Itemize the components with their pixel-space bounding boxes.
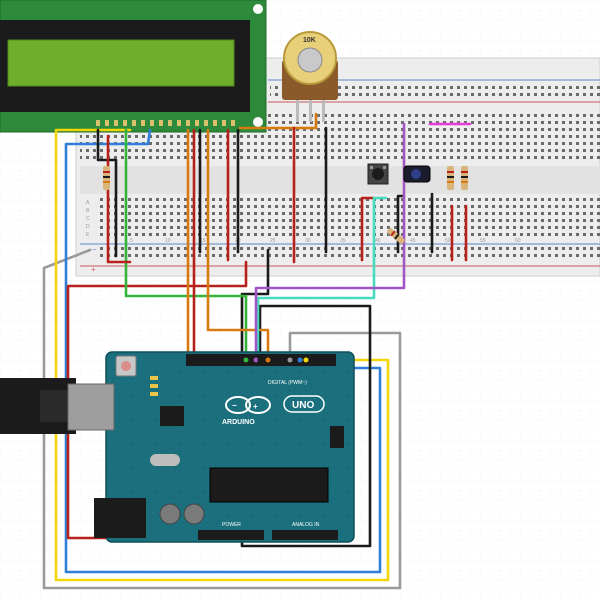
analog-label: ANALOG IN	[292, 522, 320, 528]
led-tx	[150, 384, 158, 388]
wire-blue-outer	[64, 128, 382, 574]
wire-purple-sensor	[254, 122, 406, 362]
potentiometer: 10K	[282, 31, 338, 122]
push-button	[367, 163, 389, 185]
capacitor-2	[183, 503, 205, 525]
center-channel	[80, 166, 600, 194]
row-letter-e: E	[86, 232, 90, 238]
wire-cyan-button	[256, 196, 388, 362]
top-rail-holes-1	[270, 84, 600, 96]
pot-leg-3	[322, 100, 325, 122]
col-number-5: 5	[130, 238, 133, 244]
model-label: UNO	[292, 400, 314, 411]
wire-black-sensor	[396, 194, 406, 254]
reset-button-cap	[121, 361, 131, 371]
lower-terminal-holes	[96, 196, 600, 238]
rail-plus-label: +	[91, 265, 96, 274]
col-number-10: 10	[165, 238, 171, 244]
crystal	[150, 454, 180, 466]
resistor-right-1	[447, 166, 454, 190]
lcd-header-pins	[96, 120, 235, 126]
wire-gray-outer	[42, 248, 402, 590]
pot-knob-shaft	[297, 47, 323, 73]
wire-green-lcd	[124, 128, 248, 362]
icsp-header	[330, 426, 344, 448]
breadboard-components	[103, 163, 468, 244]
row-letter-d: D	[86, 224, 90, 230]
wire-orange-top	[238, 112, 318, 130]
rail-minus-label: −	[92, 245, 97, 254]
power-header	[198, 530, 264, 540]
resistor-left	[103, 166, 110, 190]
wire-orange-lcd-2	[206, 128, 270, 362]
row-letter-c: C	[86, 216, 90, 222]
bottom-rail-holes	[96, 247, 600, 261]
wire-yellow-outer	[54, 128, 390, 582]
analog-header	[272, 530, 338, 540]
wire-red-button	[360, 196, 376, 262]
col-number-60: 60	[515, 238, 521, 244]
resistor-right-2	[461, 166, 468, 190]
upper-terminal-holes-right	[268, 112, 600, 160]
atmega-chip	[209, 467, 329, 503]
wires	[42, 112, 472, 590]
col-number-25: 25	[270, 238, 276, 244]
svg-text:+: +	[253, 402, 258, 411]
digital-label: DIGITAL (PWM~)	[268, 380, 307, 386]
row-letter-a: A	[86, 200, 90, 206]
lcd-mount-hole-bottom	[253, 117, 263, 127]
led-l	[150, 376, 158, 380]
capacitor-1	[159, 503, 181, 525]
led-rx	[150, 392, 158, 396]
col-number-30: 30	[305, 238, 311, 244]
svg-text:−: −	[232, 401, 237, 410]
power-jack	[94, 498, 146, 538]
brand-label: ARDUINO	[222, 419, 255, 426]
arduino-logo: − +	[225, 396, 271, 414]
pot-leg-1	[296, 100, 299, 122]
row-letter-b: B	[86, 208, 90, 214]
resistor-diagonal	[387, 228, 405, 244]
arduino-uno: DIGITAL (PWM~) − + ARDUINO UNO POWER ANA…	[0, 351, 355, 543]
power-label: POWER	[222, 522, 241, 528]
col-number-35: 35	[340, 238, 346, 244]
breadboard: − + A B C D E 5 10 15 20 25 30 35 40 45 …	[75, 57, 600, 277]
col-number-40: 40	[375, 238, 381, 244]
col-number-45: 45	[410, 238, 416, 244]
pot-label: 10K	[303, 37, 316, 44]
lcd-screen	[7, 39, 235, 87]
wire-black-outer	[240, 248, 372, 548]
pot-leg-2	[309, 100, 312, 122]
usb-connector	[67, 383, 115, 431]
uno-badge: UNO	[283, 395, 325, 413]
col-number-55: 55	[480, 238, 486, 244]
usb-chip	[160, 406, 184, 426]
col-number-50: 50	[445, 238, 451, 244]
lcd-mount-hole	[253, 4, 263, 14]
lcd-module	[0, 0, 267, 133]
col-number-15: 15	[200, 238, 206, 244]
wire-red-outer	[66, 260, 248, 540]
header-wire-ends	[243, 357, 309, 363]
ir-sensor	[403, 165, 431, 183]
